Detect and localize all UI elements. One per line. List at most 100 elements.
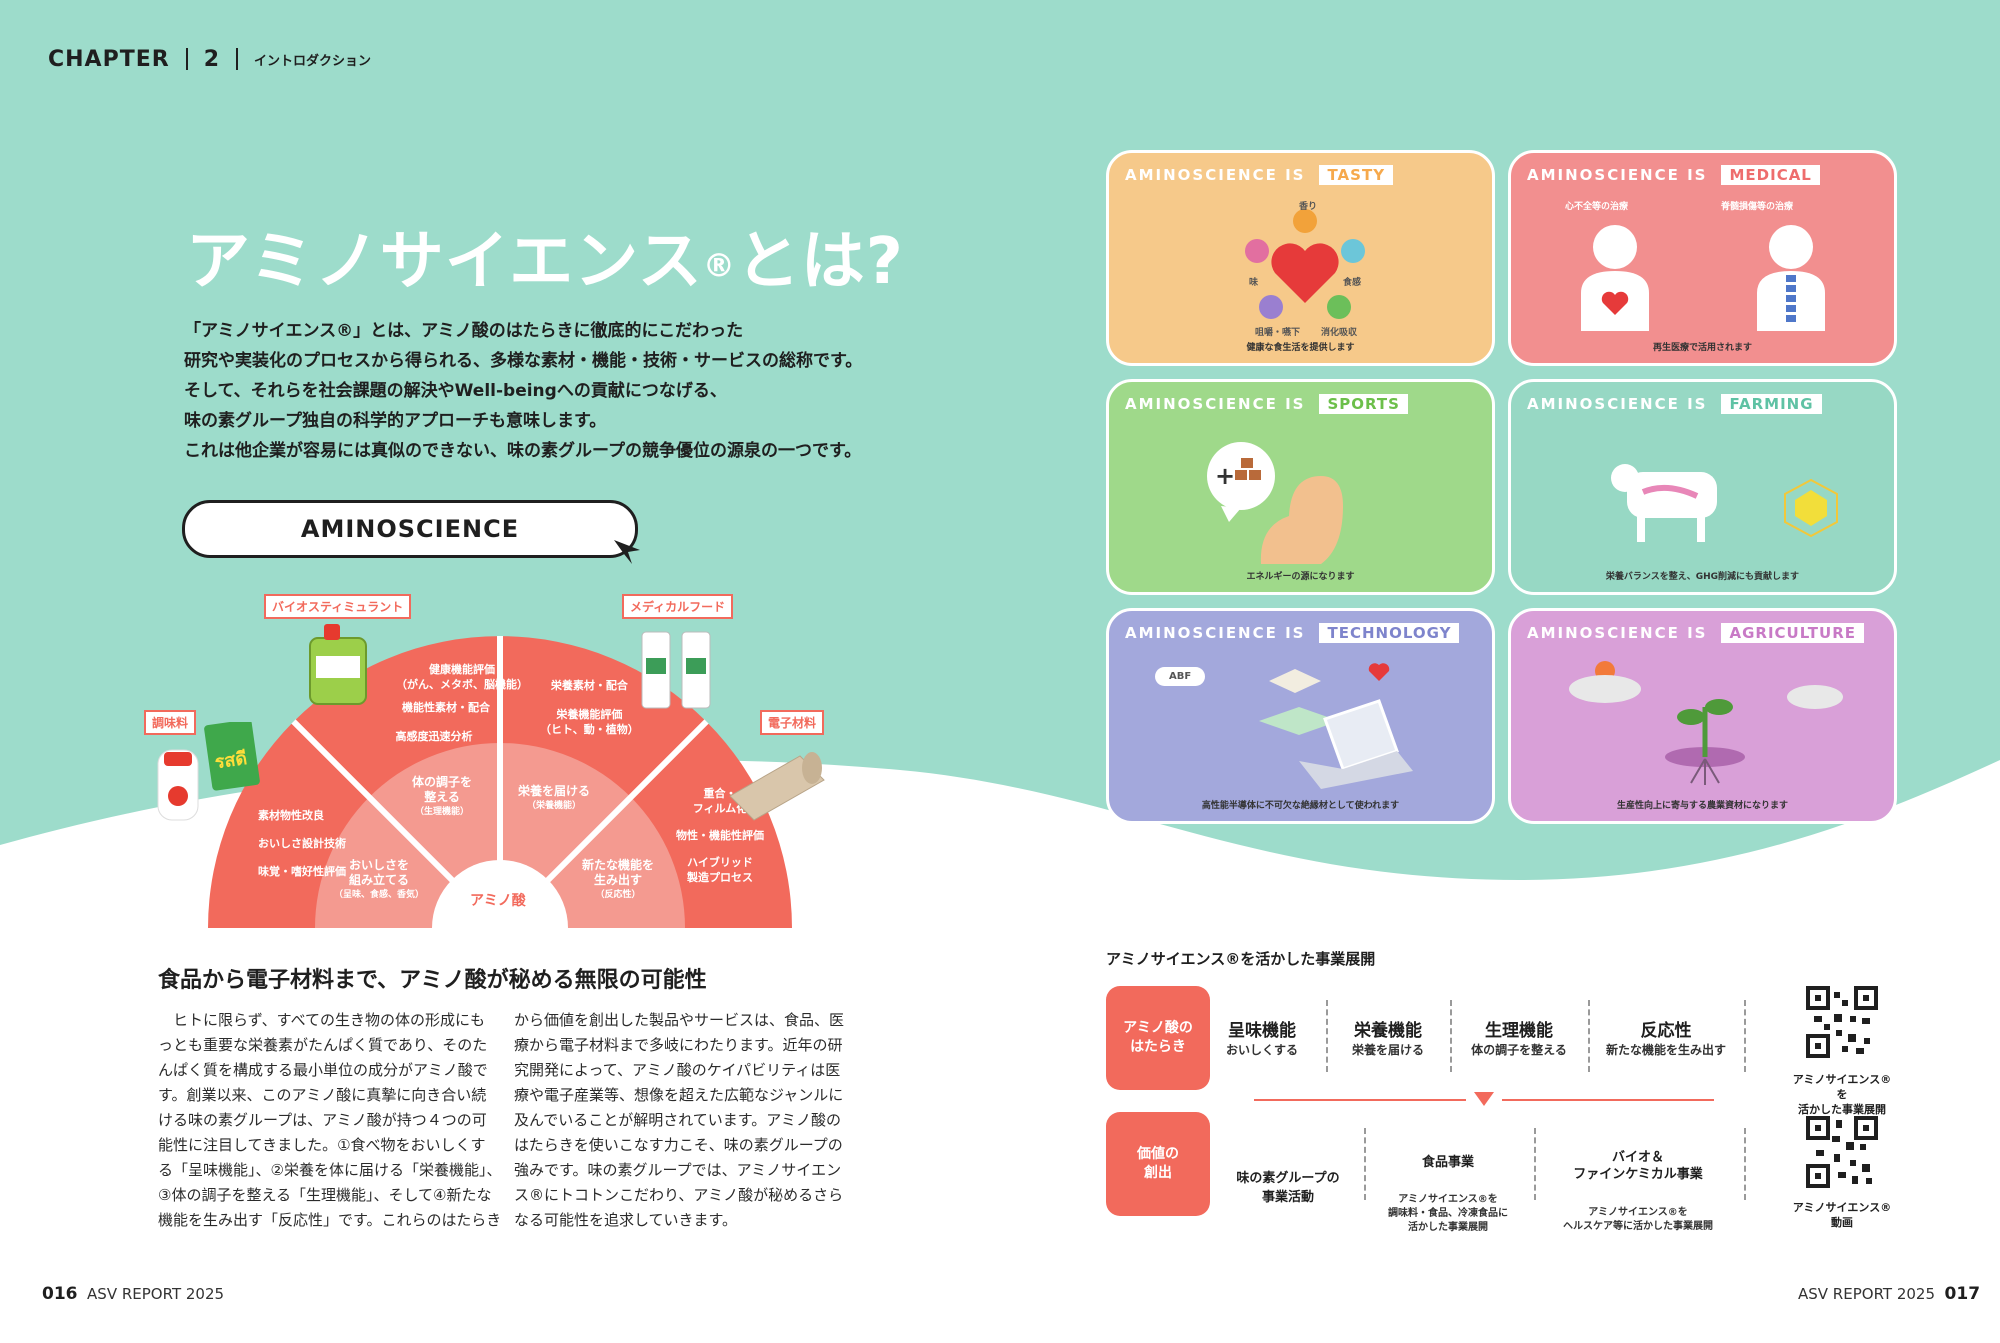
value-bio-fine-chemical: バイオ＆ ファインケミカル事業 アミノサイエンス®を ヘルスケア等に活かした事業… bbox=[1546, 1130, 1730, 1253]
svg-text:รสดี: รสดี bbox=[213, 748, 248, 773]
body-line: なる可能性を追求していきます。 bbox=[514, 1211, 738, 1229]
intro-line: これは他企業が容易には真似のできない、味の素グループの競争優位の源泉の一つです。 bbox=[184, 441, 862, 461]
card-farming: AMINOSCIENCE IS FARMING 栄養バランスを整え、GHG削減にも… bbox=[1508, 379, 1897, 595]
intro-line: 味の素グループ独自の科学的アプローチも意味します。 bbox=[184, 411, 607, 431]
biostimulant-bottle-icon bbox=[309, 624, 367, 705]
header-divider bbox=[185, 48, 188, 70]
fan-text: ハイブリッド bbox=[687, 856, 753, 869]
body-line: はたらきを使いこなす力こそ、味の素グループの bbox=[514, 1136, 843, 1154]
qr-caption-video: アミノサイエンス® 動画 bbox=[1792, 1201, 1892, 1229]
card-keyword: AGRICULTURE bbox=[1721, 623, 1865, 643]
fan-text: 体の調子を bbox=[412, 775, 473, 789]
report-name-right: ASV REPORT 2025 bbox=[1798, 1285, 1935, 1303]
row-label-amino-function: アミノ酸の はたらき bbox=[1106, 986, 1210, 1090]
page-number-right: 017 bbox=[1944, 1284, 1981, 1304]
fan-text: フィルム化 bbox=[692, 802, 748, 815]
registered-mark: ® bbox=[702, 246, 736, 285]
qr-code-video-icon[interactable] bbox=[1806, 1116, 1878, 1188]
tag-seasoning: 調味料 bbox=[144, 710, 197, 735]
divider bbox=[1534, 1128, 1536, 1200]
cow-icon bbox=[1611, 464, 1717, 542]
card-caption: 生産性向上に寄与する農業資材になります bbox=[1616, 801, 1788, 811]
card-agriculture: AMINOSCIENCE IS AGRICULTURE 生産性向上に寄与する農業資… bbox=[1508, 608, 1897, 824]
person-spine-icon bbox=[1757, 225, 1825, 331]
fan-text: （呈味、食感、香気） bbox=[334, 890, 425, 900]
card-heading: AMINOSCIENCE IS FARMING bbox=[1527, 394, 1822, 414]
footer-left: 016 ASV REPORT 2025 bbox=[42, 1284, 224, 1304]
hexagon-radar-icon bbox=[1784, 478, 1838, 538]
intro-line: 研究や実装化のプロセスから得られる、多様な素材・機能・技術・サービスの総称です。 bbox=[184, 351, 863, 371]
fan-q4-outer: 重合・ フィルム化 物性・機能性評価 ハイブリッド 製造プロセス bbox=[676, 786, 764, 885]
body-line: ヒトに限らず、すべての生き物の体の形成にも bbox=[158, 1011, 486, 1029]
body-line: 究開発によって、アミノ酸のケイパビリティは医 bbox=[514, 1061, 841, 1079]
title-suffix: とは? bbox=[735, 225, 904, 299]
fan-text: （ヒト、動・植物） bbox=[540, 723, 639, 736]
function-desc: 栄養を届ける bbox=[1351, 1043, 1424, 1057]
body-line: ける味の素グループは、アミノ酸が持つ４つの可 bbox=[158, 1111, 487, 1129]
chapter-header: CHAPTER 2 イントロダクション bbox=[48, 44, 371, 74]
header-divider bbox=[236, 48, 238, 70]
card-keyword: FARMING bbox=[1721, 394, 1822, 414]
muscle-arm-icon: + bbox=[1207, 442, 1343, 564]
amino-acid-fan-diagram bbox=[208, 636, 792, 928]
body-line: 能性に注目してきました。①食べ物をおいしくす bbox=[158, 1136, 486, 1154]
function-desc: おいしくする bbox=[1225, 1043, 1298, 1057]
body-column-1: ヒトに限らず、すべての生き物の体の形成にも っとも重要な栄養素がたんぱく質であり… bbox=[158, 1008, 508, 1233]
person-heart-icon bbox=[1581, 225, 1649, 331]
card-prefix: AMINOSCIENCE IS bbox=[1125, 395, 1306, 413]
divider bbox=[1326, 1000, 1328, 1072]
card-prefix: AMINOSCIENCE IS bbox=[1527, 395, 1708, 413]
value-group-activities: 味の素グループの 事業活動 bbox=[1226, 1148, 1350, 1224]
body-line: っとも重要な栄養素がたんぱく質であり、そのた bbox=[158, 1036, 488, 1054]
function-physiology: 生理機能 体の調子を整える bbox=[1460, 1016, 1578, 1058]
card-label: 心不全等の治療 bbox=[1565, 202, 1629, 212]
card-prefix: AMINOSCIENCE IS bbox=[1527, 166, 1708, 184]
fan-center-label: アミノ酸 bbox=[470, 893, 526, 909]
qr-code-business-icon[interactable] bbox=[1806, 986, 1878, 1058]
divider bbox=[1450, 1000, 1452, 1072]
laptop-chip-icon bbox=[1259, 663, 1413, 789]
body-line: 療から電子材料まで多岐にわたります。近年の研 bbox=[514, 1036, 843, 1054]
body-line: す。創業以来、このアミノ酸に真摯に向き合い続 bbox=[158, 1086, 487, 1104]
value-name: 食品事業 bbox=[1421, 1155, 1474, 1170]
divider bbox=[1744, 1128, 1746, 1200]
function-reactivity: 反応性 新たな機能を生み出す bbox=[1598, 1016, 1734, 1058]
card-caption: 高性能半導体に不可欠な絶縁材として使われます bbox=[1201, 801, 1400, 811]
fan-text: 味覚・嗜好性評価 bbox=[258, 865, 346, 878]
value-desc: アミノサイエンス®を ヘルスケア等に活かした事業展開 bbox=[1563, 1207, 1713, 1232]
intro-line: そして、それらを社会課題の解決やWell-beingへの貢献につなげる、 bbox=[184, 381, 727, 401]
function-nutrition: 栄養機能 栄養を届ける bbox=[1336, 1016, 1440, 1058]
card-label: 香り bbox=[1299, 202, 1318, 212]
fan-text: 新たな機能を bbox=[582, 858, 655, 872]
fan-text: 栄養機能評価 bbox=[556, 708, 623, 721]
taste-heart-icon bbox=[1245, 209, 1365, 319]
fan-text: 物性・機能性評価 bbox=[676, 829, 764, 842]
fan-q3-outer: 栄養素材・配合 栄養機能評価 （ヒト、動・植物） bbox=[540, 678, 639, 737]
tag-biostimulant: バイオスティミュラント bbox=[264, 594, 412, 619]
fan-text: 生み出す bbox=[594, 873, 643, 887]
body-line: 療や電子産業等、想像を超えた広範なジャンルに bbox=[514, 1086, 844, 1104]
value-name: バイオ＆ ファインケミカル事業 bbox=[1573, 1150, 1703, 1182]
fan-text: （がん、メタボ、脳機能） bbox=[396, 678, 528, 691]
fan-text: 重合・ bbox=[703, 787, 737, 800]
value-name: 味の素グループの 事業活動 bbox=[1236, 1171, 1340, 1205]
value-desc: アミノサイエンス®を 調味料・食品、冷凍食品に 活かした事業展開 bbox=[1388, 1194, 1508, 1233]
card-keyword: SPORTS bbox=[1319, 394, 1408, 414]
flow-arrow-icon bbox=[1254, 1092, 1714, 1106]
card-prefix: AMINOSCIENCE IS bbox=[1527, 624, 1708, 642]
fan-text: 製造プロセス bbox=[687, 871, 753, 884]
value-food-business: 食品事業 アミノサイエンス®を 調味料・食品、冷凍食品に 活かした事業展開 bbox=[1374, 1132, 1522, 1254]
card-caption: エネルギーの源になります bbox=[1246, 572, 1355, 582]
fan-text: おいしさ設計技術 bbox=[258, 837, 346, 850]
card-caption: 栄養バランスを整え、GHG削減にも貢献します bbox=[1605, 572, 1800, 582]
fan-text: （栄養機能） bbox=[527, 801, 582, 811]
seasoning-products-icon: รสดี bbox=[157, 722, 260, 821]
body-line: 及んでいることが解明されています。アミノ酸の bbox=[514, 1111, 842, 1129]
business-title: アミノサイエンス®を活かした事業展開 bbox=[1106, 950, 1376, 968]
function-name: 栄養機能 bbox=[1354, 1021, 1422, 1041]
footer-right: ASV REPORT 2025 017 bbox=[1798, 1284, 1980, 1304]
